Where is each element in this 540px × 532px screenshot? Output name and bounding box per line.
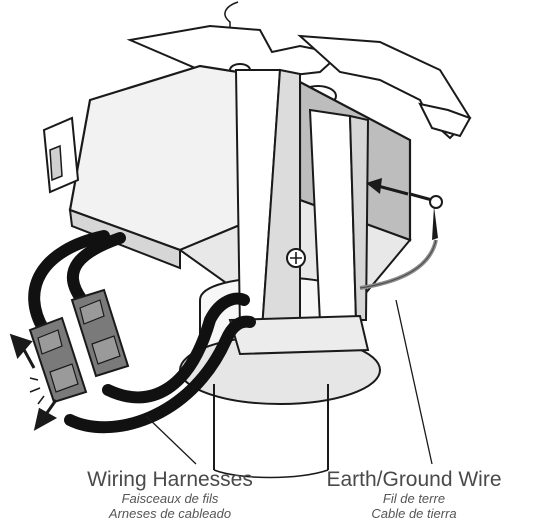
ground-wire-title: Earth/Ground Wire <box>326 468 502 491</box>
harness-leader-line <box>145 415 197 465</box>
supply-wire <box>224 1 239 60</box>
hanger-bracket <box>228 68 370 356</box>
wiring-harness-french: Faisceaux de fils <box>121 491 219 507</box>
wiring-harness-title: Wiring Harnesses <box>87 468 253 491</box>
connect-arrow-icon <box>9 333 58 431</box>
harness-connector-left <box>28 316 88 404</box>
ground-wire-spanish: Cable de tierra <box>371 506 457 522</box>
wiring-harness-cables <box>28 230 256 434</box>
ground-screw <box>409 192 443 240</box>
insert-arrow-icon <box>366 178 409 196</box>
harness-connector-right <box>70 288 130 378</box>
wiring-harness-label: Wiring Harnesses Faisceaux de fils Arnes… <box>30 468 310 522</box>
ground-wire-french: Fil de terre <box>382 491 446 507</box>
ground-leader-line <box>395 299 433 465</box>
wiring-harness-spanish: Arneses de cableado <box>108 506 232 522</box>
ground-wire-label: Earth/Ground Wire Fil de terre Cable de … <box>290 468 538 522</box>
